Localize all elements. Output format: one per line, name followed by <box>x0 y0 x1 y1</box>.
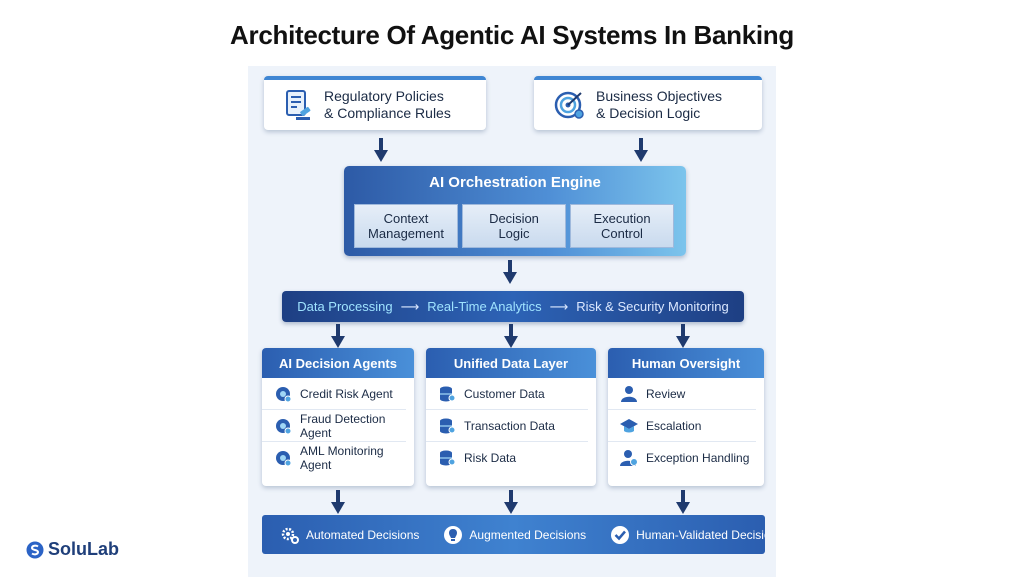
output-human-validated: Human-Validated Decisions <box>598 525 765 545</box>
person-check-icon <box>620 450 638 466</box>
document-gavel-icon <box>286 90 311 120</box>
arrow-down-icon <box>374 138 388 162</box>
arrow-down-icon <box>676 324 690 348</box>
solulab-logo: SoluLab <box>26 539 119 560</box>
human-oversight-panel: Human Oversight Review Escalation Except… <box>608 348 764 486</box>
list-item: Escalation <box>608 410 756 442</box>
panel-title: Human Oversight <box>608 348 764 378</box>
target-gear-icon <box>554 91 584 119</box>
business-objectives-card: Business Objectives & Decision Logic <box>534 76 762 130</box>
database-icon <box>440 418 456 433</box>
business-line2: & Decision Logic <box>596 105 701 121</box>
regulatory-line1: Regulatory Policies <box>324 88 444 104</box>
business-line1: Business Objectives <box>596 88 723 104</box>
list-item: Review <box>608 378 756 410</box>
check-shield-icon <box>611 525 630 544</box>
list-item: Fraud Detection Agent <box>262 410 406 442</box>
panel-title: Unified Data Layer <box>426 348 596 378</box>
pipeline-step-analytics: Real-Time Analytics <box>427 299 542 314</box>
list-item: Credit Risk Agent <box>262 378 406 410</box>
arrow-down-icon <box>331 324 345 348</box>
pipeline-step-risk-monitoring: Risk & Security Monitoring <box>576 299 729 314</box>
data-pipeline-bar: Data Processing ⟶ Real-Time Analytics ⟶ … <box>282 291 744 322</box>
page-title: Architecture Of Agentic AI Systems In Ba… <box>230 20 794 50</box>
arrow-down-icon <box>503 260 517 284</box>
output-augmented: Augmented Decisions <box>431 525 598 545</box>
pipeline-arrow-icon: ⟶ <box>400 298 420 314</box>
database-icon <box>440 450 456 466</box>
list-item: Transaction Data <box>426 410 588 442</box>
ai-decision-agents-panel: AI Decision Agents Credit Risk Agent Fra… <box>262 348 414 486</box>
person-icon <box>621 385 637 402</box>
agent-icon <box>276 451 292 467</box>
arrow-down-icon <box>676 490 690 514</box>
engine-title: AI Orchestration Engine <box>429 174 601 191</box>
pipeline-step-data-processing: Data Processing <box>297 299 393 314</box>
solulab-logo-icon <box>26 541 44 558</box>
pipeline-arrow-icon: ⟶ <box>549 298 569 314</box>
regulatory-line2: & Compliance Rules <box>324 105 451 121</box>
arrow-down-icon <box>504 490 518 514</box>
output-automated: Automated Decisions <box>262 525 431 545</box>
lightbulb-icon <box>444 525 463 544</box>
database-icon <box>440 386 456 401</box>
regulatory-policies-card: Regulatory Policies & Compliance Rules <box>264 76 486 130</box>
gears-icon <box>281 527 299 544</box>
list-item: Customer Data <box>426 378 588 410</box>
arrow-down-icon <box>634 138 648 162</box>
list-item: AML Monitoring Agent <box>262 442 406 474</box>
arrow-down-icon <box>504 324 518 348</box>
panel-title: AI Decision Agents <box>262 348 414 378</box>
agent-icon <box>276 386 292 402</box>
arrow-down-icon <box>331 490 345 514</box>
list-item: Exception Handling <box>608 442 756 474</box>
decision-outputs-bar: Automated Decisions Augmented Decisions … <box>262 515 765 554</box>
list-item: Risk Data <box>426 442 588 474</box>
unified-data-layer-panel: Unified Data Layer Customer Data Transac… <box>426 348 596 486</box>
graduation-cap-icon <box>620 418 638 432</box>
agent-icon <box>276 418 292 434</box>
